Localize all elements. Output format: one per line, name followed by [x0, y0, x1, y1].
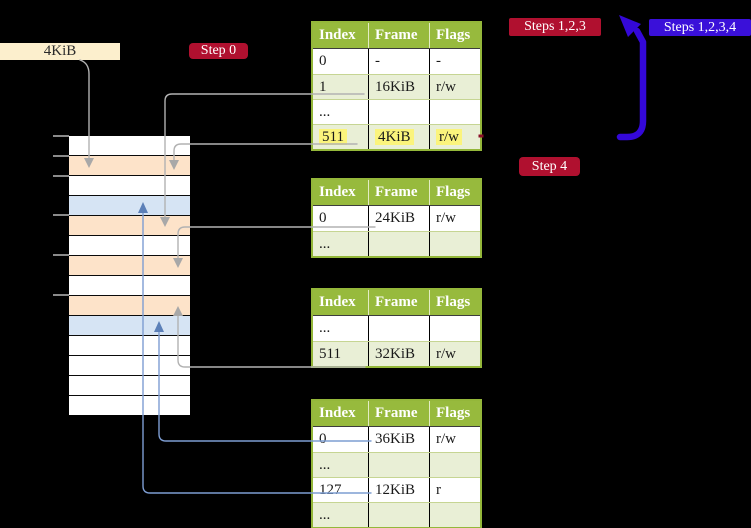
memory-tick: [53, 294, 69, 296]
memory-tick: [53, 135, 69, 137]
table-row: ...: [313, 502, 480, 527]
table-cell: ...: [313, 232, 369, 256]
table-cell: 0: [313, 49, 369, 74]
memory-tick: [53, 155, 69, 157]
table-cell: r/w: [430, 125, 480, 149]
table-cell: 127: [313, 478, 369, 502]
memory-frame-row-blue: [69, 195, 190, 215]
table-cell: r/w: [436, 210, 456, 226]
table-row: ...: [313, 316, 480, 341]
table-cell: 1: [313, 75, 369, 99]
table-cell: ...: [313, 316, 369, 341]
memory-frame-row-white: [69, 395, 190, 415]
highlighted-value: 511: [319, 129, 347, 145]
table-cell: [369, 316, 430, 341]
memory-frame-row-white: [69, 275, 190, 295]
table-cell: -: [369, 49, 430, 74]
table-row: 0--: [313, 49, 480, 74]
table-cell: r/w: [436, 346, 456, 362]
memory-frame-row-white: [69, 375, 190, 395]
memory-frame-row-white: [69, 335, 190, 355]
steps-loop-arrowhead: [619, 15, 641, 37]
table-cell: -: [436, 53, 441, 69]
table-cell: r: [436, 482, 441, 498]
memory-frame-row-blue: [69, 315, 190, 335]
highlighted-value: 4KiB: [375, 129, 414, 145]
table-row: ...: [313, 99, 480, 124]
column-header: Flags: [436, 184, 471, 200]
table-cell: [369, 453, 430, 477]
table-cell: ...: [313, 453, 369, 477]
column-header: Frame: [369, 290, 430, 315]
memory-frame-row-white: [69, 175, 190, 195]
column-header: Flags: [436, 405, 471, 421]
memory-frame-row-wheat: [69, 155, 190, 175]
steps-loop-arrow-shaft: [616, 27, 647, 141]
column-header: Index: [313, 290, 369, 315]
table-cell: 0: [313, 427, 369, 452]
table-cell: [369, 100, 430, 124]
table-cell: [369, 232, 430, 256]
physical-memory-column: [69, 136, 190, 415]
memory-frame-row-wheat: [69, 255, 190, 275]
table-cell: r/w: [436, 431, 456, 447]
table-cell: 4KiB: [369, 125, 430, 149]
table-cell: 16KiB: [369, 75, 430, 99]
steps1234-label: Steps 1,2,3,4: [649, 19, 751, 36]
table-cell: 36KiB: [369, 427, 430, 452]
column-header: Frame: [369, 180, 430, 205]
column-header: Frame: [369, 23, 430, 48]
table-cell: [430, 453, 480, 477]
column-header: Flags: [436, 27, 471, 43]
memory-frame-row-white: [69, 136, 190, 155]
memory-frame-row-white: [69, 355, 190, 375]
memory-frame-row-wheat: [69, 215, 190, 235]
table-cell: [430, 100, 480, 124]
table-cell: 511: [313, 342, 369, 366]
column-header: Flags: [436, 294, 471, 310]
table-cell: [430, 232, 480, 256]
table-row: ...: [313, 231, 480, 256]
column-header: Index: [313, 180, 369, 205]
table-cell: [430, 316, 480, 341]
column-header: Index: [313, 23, 369, 48]
memory-tick: [53, 254, 69, 256]
table-cell: 12KiB: [369, 478, 430, 502]
table-cell: 32KiB: [369, 342, 430, 366]
table-cell: [369, 503, 430, 527]
step4-label: Step 4: [519, 157, 580, 176]
column-header: Frame: [369, 401, 430, 426]
memory-frame-row-white: [69, 235, 190, 255]
table-cell: ...: [313, 503, 369, 527]
memory-frame-row-wheat: [69, 295, 190, 315]
table-cell: 511: [313, 125, 369, 149]
table-cell: r/w: [436, 79, 456, 95]
table-cell: 24KiB: [369, 206, 430, 231]
table-cell: ...: [313, 100, 369, 124]
table-row: 511 4KiB r/w: [313, 124, 480, 149]
table-cell: 0: [313, 206, 369, 231]
table-cell: [430, 503, 480, 527]
memory-tick: [53, 214, 69, 216]
table-row: ...: [313, 452, 480, 477]
step0-label: Step 0: [189, 43, 248, 59]
column-header: Index: [313, 401, 369, 426]
steps123-label: Steps 1,2,3: [509, 18, 601, 36]
frame-size-label: 4KiB: [0, 43, 120, 60]
memory-tick: [53, 175, 69, 177]
highlighted-value: r/w: [436, 129, 462, 145]
